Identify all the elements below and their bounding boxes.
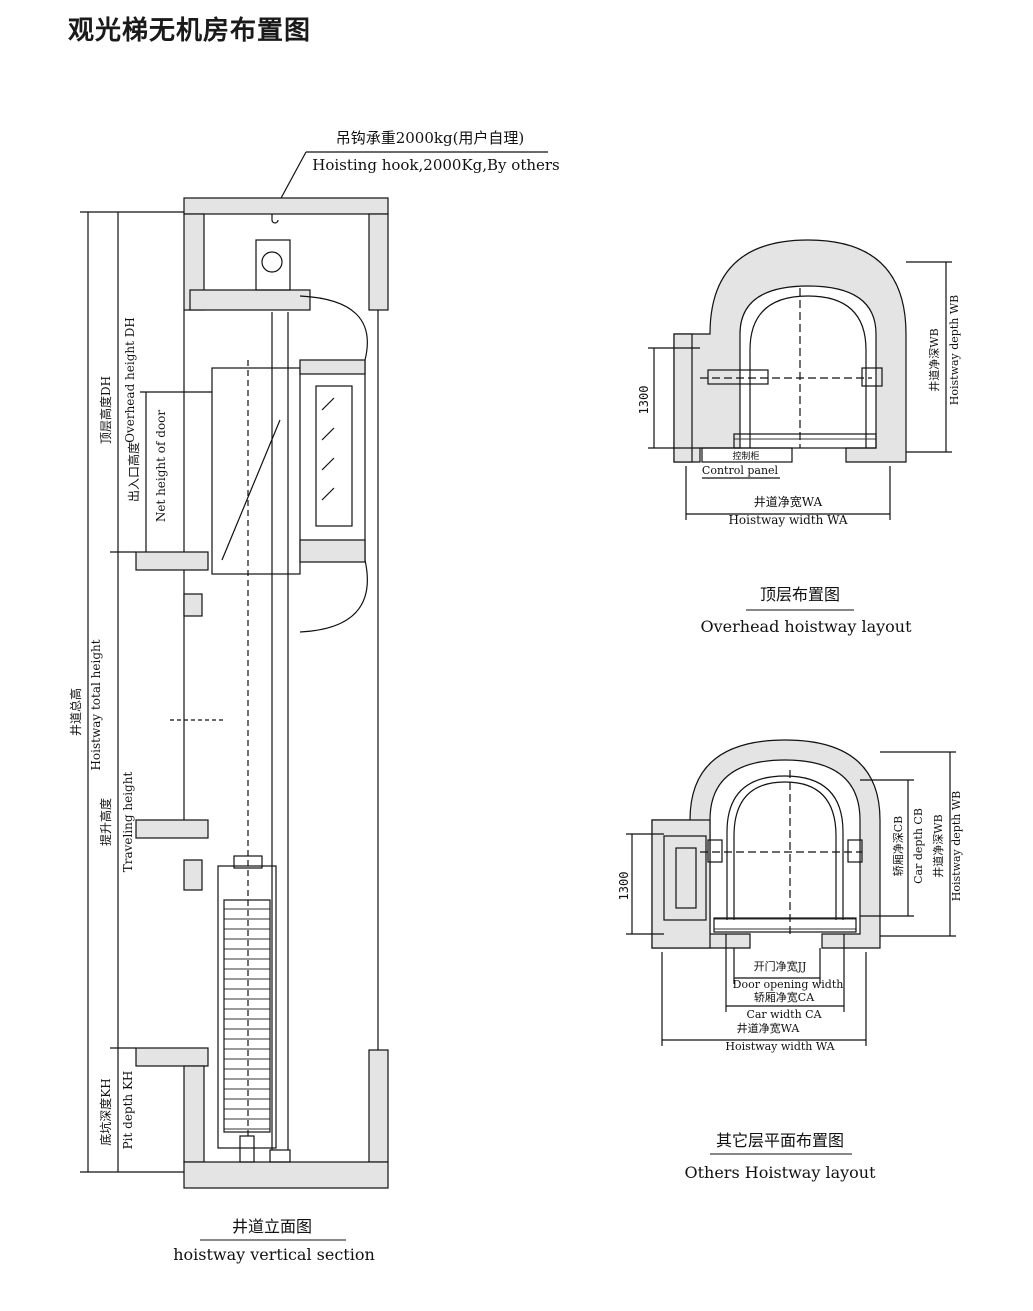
traction-machine [255,239,291,291]
overhead-outer-wall [673,239,907,463]
hoistway-vertical-section [80,151,548,1189]
other-caption-en: Others Hoistway layout [684,1163,876,1182]
buffer-right [269,1149,291,1163]
door-width-zh: 开门净宽JJ [754,959,807,973]
pit-label-en: Pit depth KH [121,1071,135,1150]
door-height-label-zh: 出入口高度 [126,442,141,502]
overhead-hoistway-plan [648,239,952,520]
other-width-zh: 井道净宽WA [737,1021,801,1035]
overhead-1300: 1300 [637,386,651,415]
overhead-depth-zh: 井道净深WB [927,328,941,391]
car-depth-zh: 轿厢净深CB [891,816,905,877]
overhead-width-zh: 井道净宽WA [754,494,823,509]
travel-label-zh: 提升高度 [98,798,113,846]
other-car-sill [713,917,857,933]
observation-car-curve [299,295,368,633]
section-caption-en: hoistway vertical section [173,1245,375,1264]
control-panel-zh: 控制柜 [732,450,759,462]
car-top-band [299,359,366,375]
machine-beam [189,289,311,311]
other-car-outline [726,775,844,920]
overhead-car-outline [749,295,867,448]
total-height-label-en: Hoistway total height [89,639,103,770]
pit-label-zh: 底坑深度KH [98,1078,113,1145]
page-title: 观光梯无机房布置图 [68,16,312,46]
overhead-width-en: Hoistway width WA [728,513,847,527]
car-glass-panel [315,385,353,527]
control-panel-en: Control panel [702,464,779,477]
buffer-left [239,1135,255,1163]
hoisting-hook [271,214,279,224]
counterweight-plan [663,835,707,921]
travel-label-en: Traveling height [121,772,135,873]
hook-label-en: Hoisting hook,2000Kg,By others [312,156,560,174]
floor-slab-top [135,551,209,571]
car-width-zh: 轿厢净宽CA [754,990,815,1004]
hook-label-zh: 吊钩承重2000kg(用户自理) [336,129,525,147]
overhead-depth-en: Hoistway depth WB [948,295,961,405]
pit-floor [183,1161,389,1189]
total-height-label-zh: 井道总高 [68,688,83,736]
car-bottom-band [299,539,366,563]
car-frame [211,367,301,575]
overhead-car-sill [733,433,877,449]
overhead-caption-en: Overhead hoistway layout [700,617,912,636]
other-depth-zh: 井道净深WB [931,814,945,877]
other-width-en: Hoistway width WA [725,1040,835,1053]
pit-left-wall [183,1065,205,1163]
overhead-label-zh: 顶层高度DH [98,376,113,444]
overhead-label-en: Overhead height DH [123,317,137,443]
pit-right-wall [368,1049,389,1163]
traction-sheave [261,251,283,273]
other-floors-hoistway-plan [626,739,956,1046]
right-wall-top [368,213,389,311]
control-panel-box [701,447,793,463]
other-caption-zh: 其它层平面布置图 [716,1131,844,1150]
other-depth-en: Hoistway depth WB [950,791,963,901]
counterweight [217,865,277,1149]
roof-slab [183,197,389,215]
overhead-caption-zh: 顶层布置图 [760,585,840,604]
section-caption-zh: 井道立面图 [232,1217,312,1236]
floor-slab-bottom [135,1047,209,1067]
car-depth-en: Car depth CB [912,808,925,884]
hook-leader-line [279,151,307,201]
door-height-label-en: Net height of door [154,410,168,523]
car-brace [221,419,281,561]
counterweight-filler [223,899,271,1133]
car-width-en: Car width CA [746,1008,822,1021]
other-1300: 1300 [617,872,631,901]
floor-slab-mid [135,819,209,839]
door-width-en: Door opening width [733,978,844,991]
